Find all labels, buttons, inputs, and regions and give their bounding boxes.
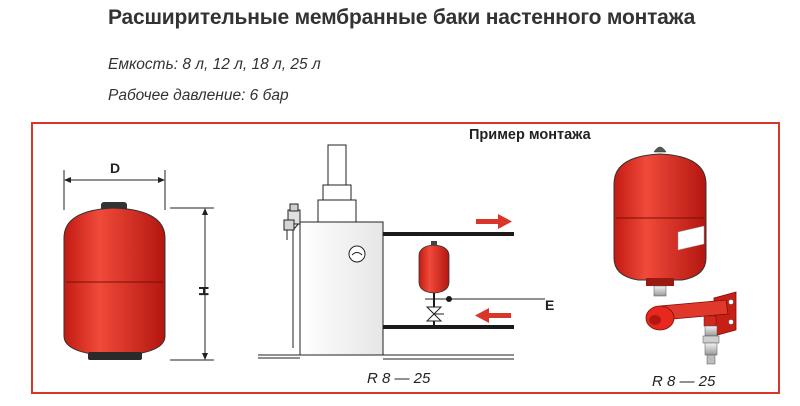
example-title: Пример монтажа (469, 127, 591, 143)
tank-with-bracket (613, 146, 737, 365)
bracket-fitting (702, 325, 720, 365)
caption-right: R 8 — 25 (652, 373, 716, 390)
caption-left: R 8 — 25 (367, 370, 431, 387)
pressure-gauge (348, 245, 366, 263)
chimney-pipe (327, 144, 347, 186)
wall-bracket (645, 291, 737, 337)
dimension-d (63, 170, 166, 210)
dim-h-label: H (196, 286, 212, 296)
flow-arrow-right (476, 214, 512, 229)
tank-bottom-cap (88, 352, 142, 360)
label-e: E (545, 297, 554, 313)
capacity-spec: Емкость: 8 л, 12 л, 18 л, 25 л (108, 56, 321, 73)
tank-body-right (613, 153, 707, 281)
tank-label-plate (677, 225, 705, 251)
dimension-h (170, 207, 214, 361)
dim-d-label: D (110, 160, 120, 176)
small-tank (418, 241, 452, 327)
tank-nipple (653, 285, 667, 297)
tank-dimensioned (63, 202, 166, 360)
relief-valve (283, 203, 301, 240)
pressure-spec: Рабочее давление: 6 бар (108, 87, 289, 104)
boiler-body (299, 221, 384, 356)
page-title: Расширительные мембранные баки настенног… (108, 6, 696, 29)
boiler-scheme (258, 144, 545, 360)
diagram-frame (31, 122, 780, 394)
flow-arrow-left (475, 308, 511, 323)
